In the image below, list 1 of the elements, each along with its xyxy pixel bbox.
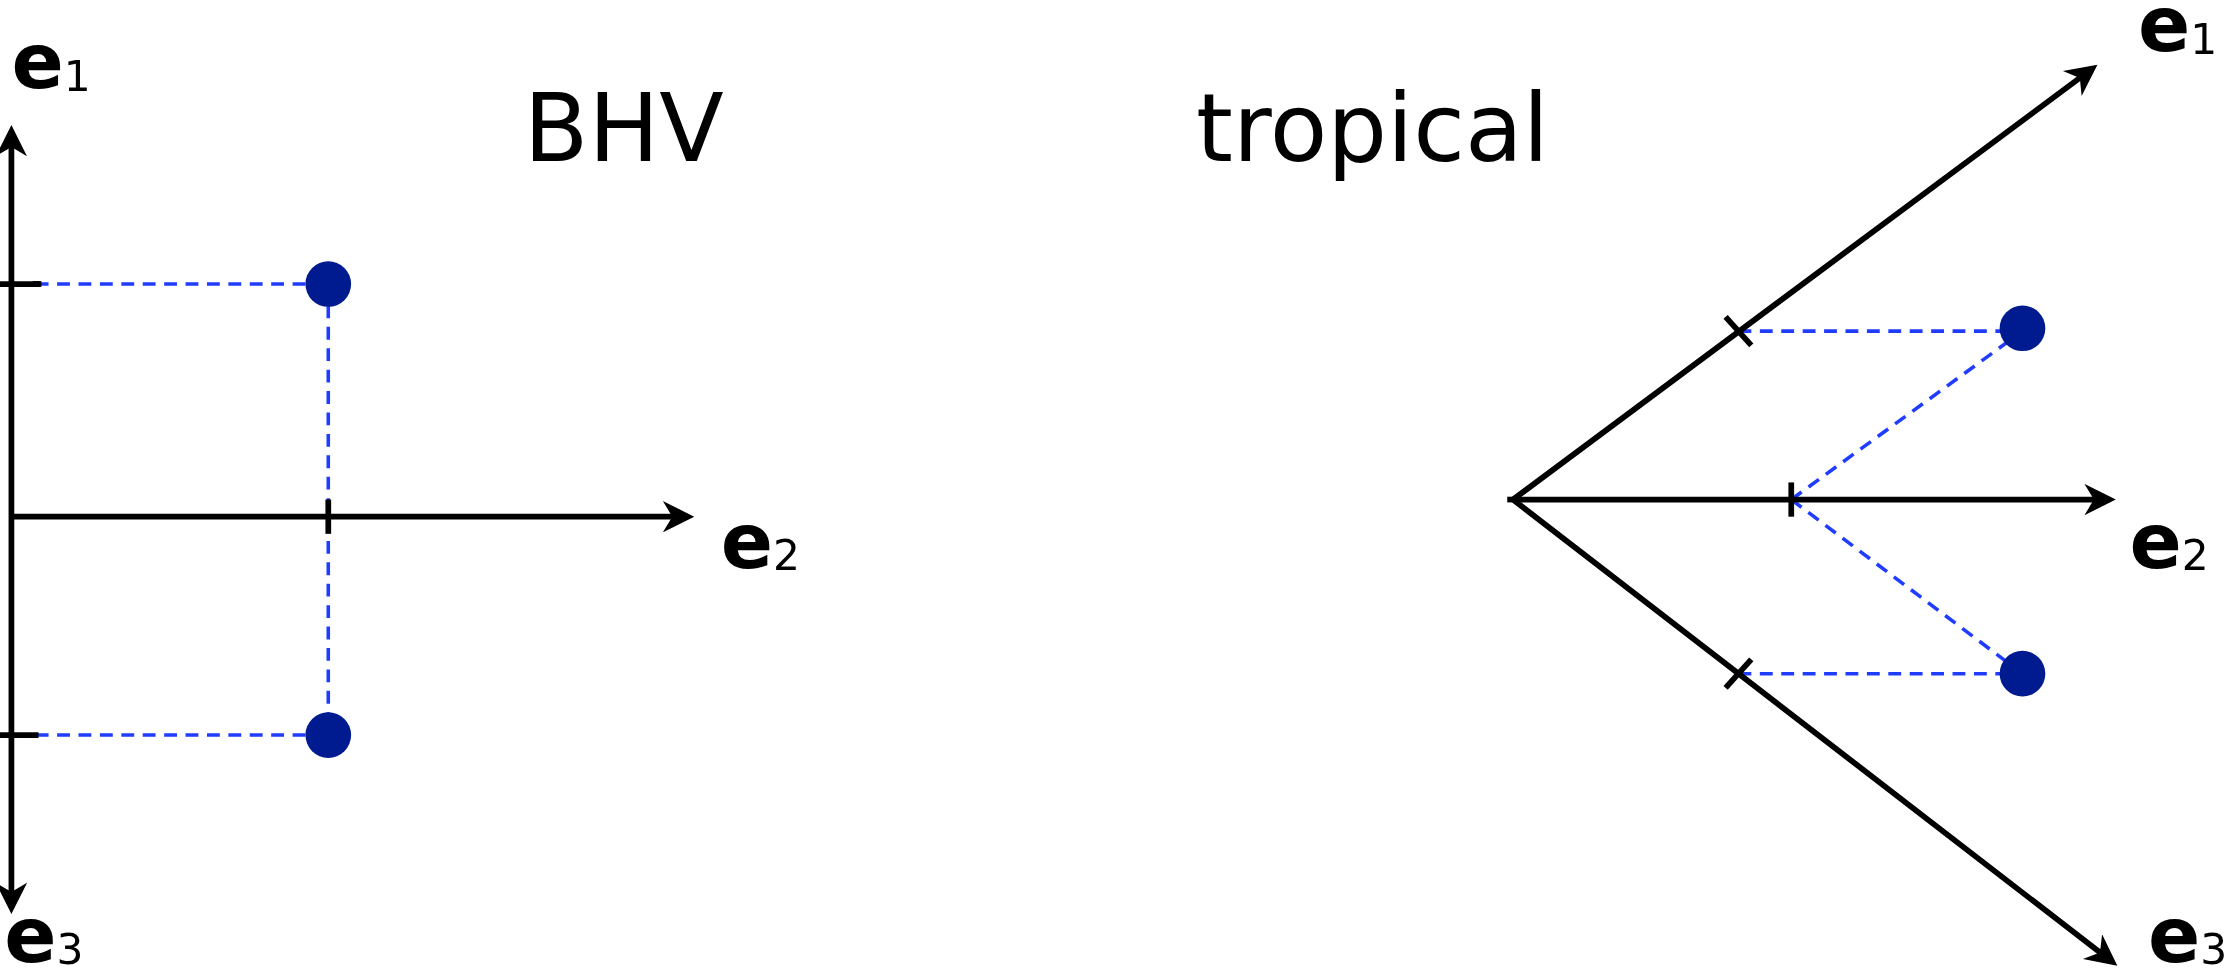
- panel-title: BHV: [523, 83, 724, 178]
